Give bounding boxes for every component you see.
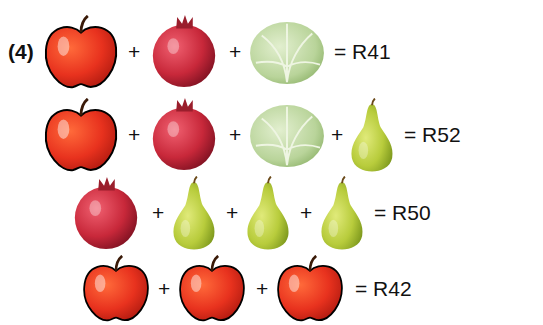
price-total: = R52 <box>404 123 461 146</box>
apple <box>46 99 116 170</box>
price-total: = R50 <box>374 201 431 224</box>
pomegranate <box>75 177 137 249</box>
pear <box>173 177 214 250</box>
pomegranate <box>153 98 215 170</box>
plus-sign: + <box>226 201 238 224</box>
price-total: = R42 <box>355 277 412 300</box>
pear <box>321 177 362 250</box>
apple <box>278 256 342 320</box>
pomegranate <box>153 15 215 87</box>
plus-sign: + <box>256 277 268 300</box>
problem-number: (4) <box>8 40 34 63</box>
apple <box>180 256 244 320</box>
plus-sign: + <box>229 40 241 63</box>
plus-sign: + <box>229 123 241 146</box>
plus-sign: + <box>152 201 164 224</box>
plus-sign: + <box>300 201 312 224</box>
cabbage <box>250 105 324 167</box>
cabbage <box>250 22 324 84</box>
apple <box>84 256 148 320</box>
pear <box>351 99 392 172</box>
price-total: = R41 <box>334 40 391 63</box>
apple <box>46 16 116 87</box>
plus-sign: + <box>128 123 140 146</box>
plus-sign: + <box>158 277 170 300</box>
plus-sign: + <box>128 40 140 63</box>
pear <box>247 177 288 250</box>
plus-sign: + <box>331 123 343 146</box>
